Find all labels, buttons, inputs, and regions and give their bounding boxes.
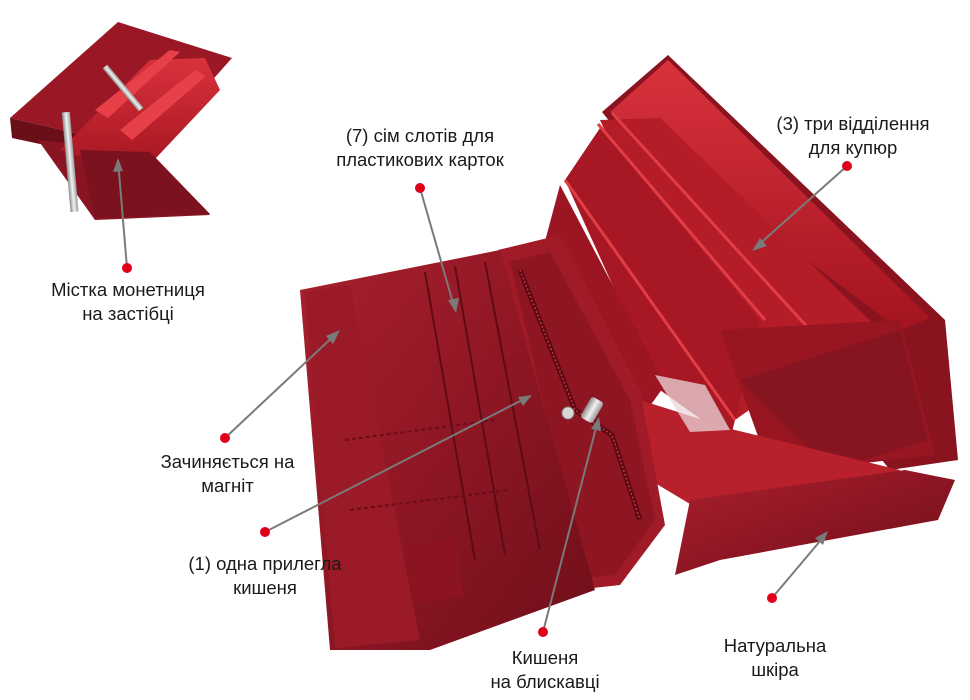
pointer-leather: [771, 533, 827, 599]
callout-leather-line2: шкіра: [751, 659, 799, 680]
arrow-cards: [448, 298, 459, 313]
pointer-zipper: [542, 419, 599, 633]
callout-zipper-pocket: Кишеня на блискавці: [460, 646, 630, 694]
pointer-cards: [419, 187, 456, 311]
callout-bills-line1: (3) три відділення: [776, 113, 930, 134]
callout-magnet-line2: магніт: [201, 475, 254, 496]
callout-genuine-leather: Натуральна шкіра: [690, 634, 860, 682]
pointer-pocket: [264, 395, 531, 533]
dot-coin: [122, 263, 132, 273]
dot-leather: [767, 593, 777, 603]
pointer-coin: [117, 159, 128, 269]
callout-cards-line1: (7) сім слотів для: [345, 125, 495, 146]
callout-coin-line2: на застібці: [82, 303, 174, 324]
arrow-bills: [752, 238, 767, 251]
pointer-magnet: [224, 331, 339, 439]
arrow-magnet: [326, 330, 340, 344]
callout-zipper-line1: Кишеня: [511, 647, 579, 668]
main-wallet-image: [300, 55, 958, 650]
dot-bills: [842, 161, 852, 171]
callout-pocket-line2: кишеня: [233, 577, 297, 598]
arrow-coin: [113, 158, 123, 172]
callout-flat-pocket: (1) одна прилегла кишеня: [150, 552, 380, 600]
inset-wallet-image: [10, 22, 232, 220]
callout-cards-line2: пластикових карток: [336, 149, 504, 170]
callout-coin-purse: Містка монетниця на застібці: [18, 278, 238, 326]
dot-pocket: [260, 527, 270, 537]
pointers: [113, 158, 852, 637]
callout-card-slots: (7) сім слотів для пластикових карток: [310, 124, 530, 172]
arrow-zipper: [591, 417, 601, 431]
callout-bills-line2: для купюр: [808, 137, 898, 158]
callout-leather-line1: Натуральна: [723, 635, 827, 656]
arrow-pocket: [518, 395, 532, 406]
callout-pocket-line1: (1) одна прилегла: [188, 553, 342, 574]
callout-magnet-line1: Зачиняється на: [160, 451, 295, 472]
callout-magnet-closure: Зачиняється на магніт: [120, 450, 335, 498]
callout-coin-line1: Містка монетниця: [51, 279, 205, 300]
dot-cards: [415, 183, 425, 193]
pointer-bills: [754, 165, 848, 249]
callout-zipper-line2: на блискавці: [490, 671, 600, 692]
dot-magnet: [220, 433, 230, 443]
dot-zipper: [538, 627, 548, 637]
arrow-leather: [815, 531, 828, 545]
callout-bill-compartments: (3) три відділення для купюр: [748, 112, 958, 160]
